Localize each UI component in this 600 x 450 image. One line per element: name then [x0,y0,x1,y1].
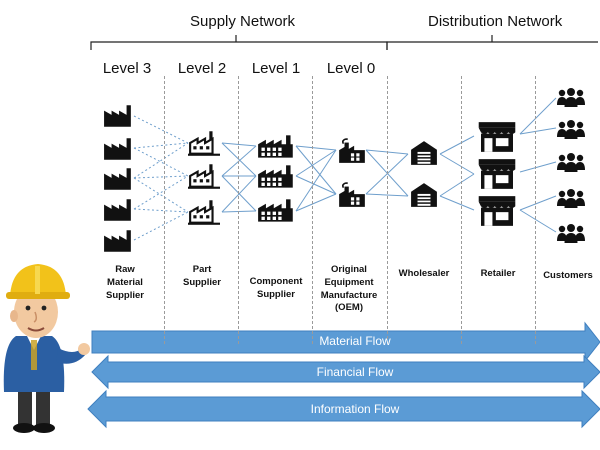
raw-material-supplier-icons [104,105,131,252]
supply-network-bracket [90,35,388,50]
oem-label: Original Equipment Manufacture (OEM) [320,264,378,314]
retailer-label: Retailer [480,268,516,279]
warehouse-icon [410,140,438,166]
people-group-icon [557,224,585,243]
store-icon [478,196,516,226]
information-flow-arrow [87,389,600,429]
store-icon [478,122,516,152]
factory-black-icon [104,168,131,190]
column-divider [387,76,388,344]
part-supplier-icons [188,130,220,225]
customer-icons [557,88,585,243]
column-divider [238,76,239,344]
factory-oem-icon [338,138,366,164]
supply-network-header: Supply Network [190,13,296,30]
raw-material-supplier-label: Raw Material Supplier [105,264,144,301]
people-group-icon [557,189,585,208]
part-supplier-label: Part Supplier [182,264,221,288]
column-divider [461,76,462,344]
factory-outline-icon [188,199,220,225]
level-2-label: Level 2 [177,60,227,77]
material-flow-label: Material Flow [319,334,391,348]
warehouse-icon [410,182,438,208]
level-0-label: Level 0 [326,60,376,77]
people-group-icon [557,88,585,107]
people-group-icon [557,153,585,172]
column-divider [312,76,313,344]
customers-label: Customers [543,270,593,281]
factory-outline-icon [188,163,220,189]
factory-outline-icon [188,130,220,156]
factory-large-icon [258,199,293,222]
level-1-label: Level 1 [251,60,301,77]
component-supplier-label: Component Supplier [249,276,303,300]
financial-flow-arrow [91,354,600,390]
store-icon [478,159,516,189]
information-flow-label: Information Flow [310,402,400,416]
level-3-label: Level 3 [102,60,152,77]
component-supplier-icons [258,135,293,222]
factory-black-icon [104,230,131,252]
distribution-network-header: Distribution Network [428,13,563,30]
factory-oem-icon [338,182,366,208]
wholesaler-icons [410,140,438,208]
retailer-icons [478,122,516,226]
material-flow-arrow [91,321,600,363]
factory-large-icon [258,165,293,188]
oem-icons [338,138,366,208]
worker-character-illustration [3,264,90,433]
people-group-icon [557,120,585,139]
distribution-network-bracket [386,35,598,50]
factory-large-icon [258,135,293,158]
factory-black-icon [104,105,131,127]
factory-black-icon [104,199,131,221]
factory-black-icon [104,138,131,160]
column-divider [535,76,536,344]
wholesaler-label: Wholesaler [398,268,450,279]
column-divider [164,76,165,344]
financial-flow-label: Financial Flow [316,365,394,379]
